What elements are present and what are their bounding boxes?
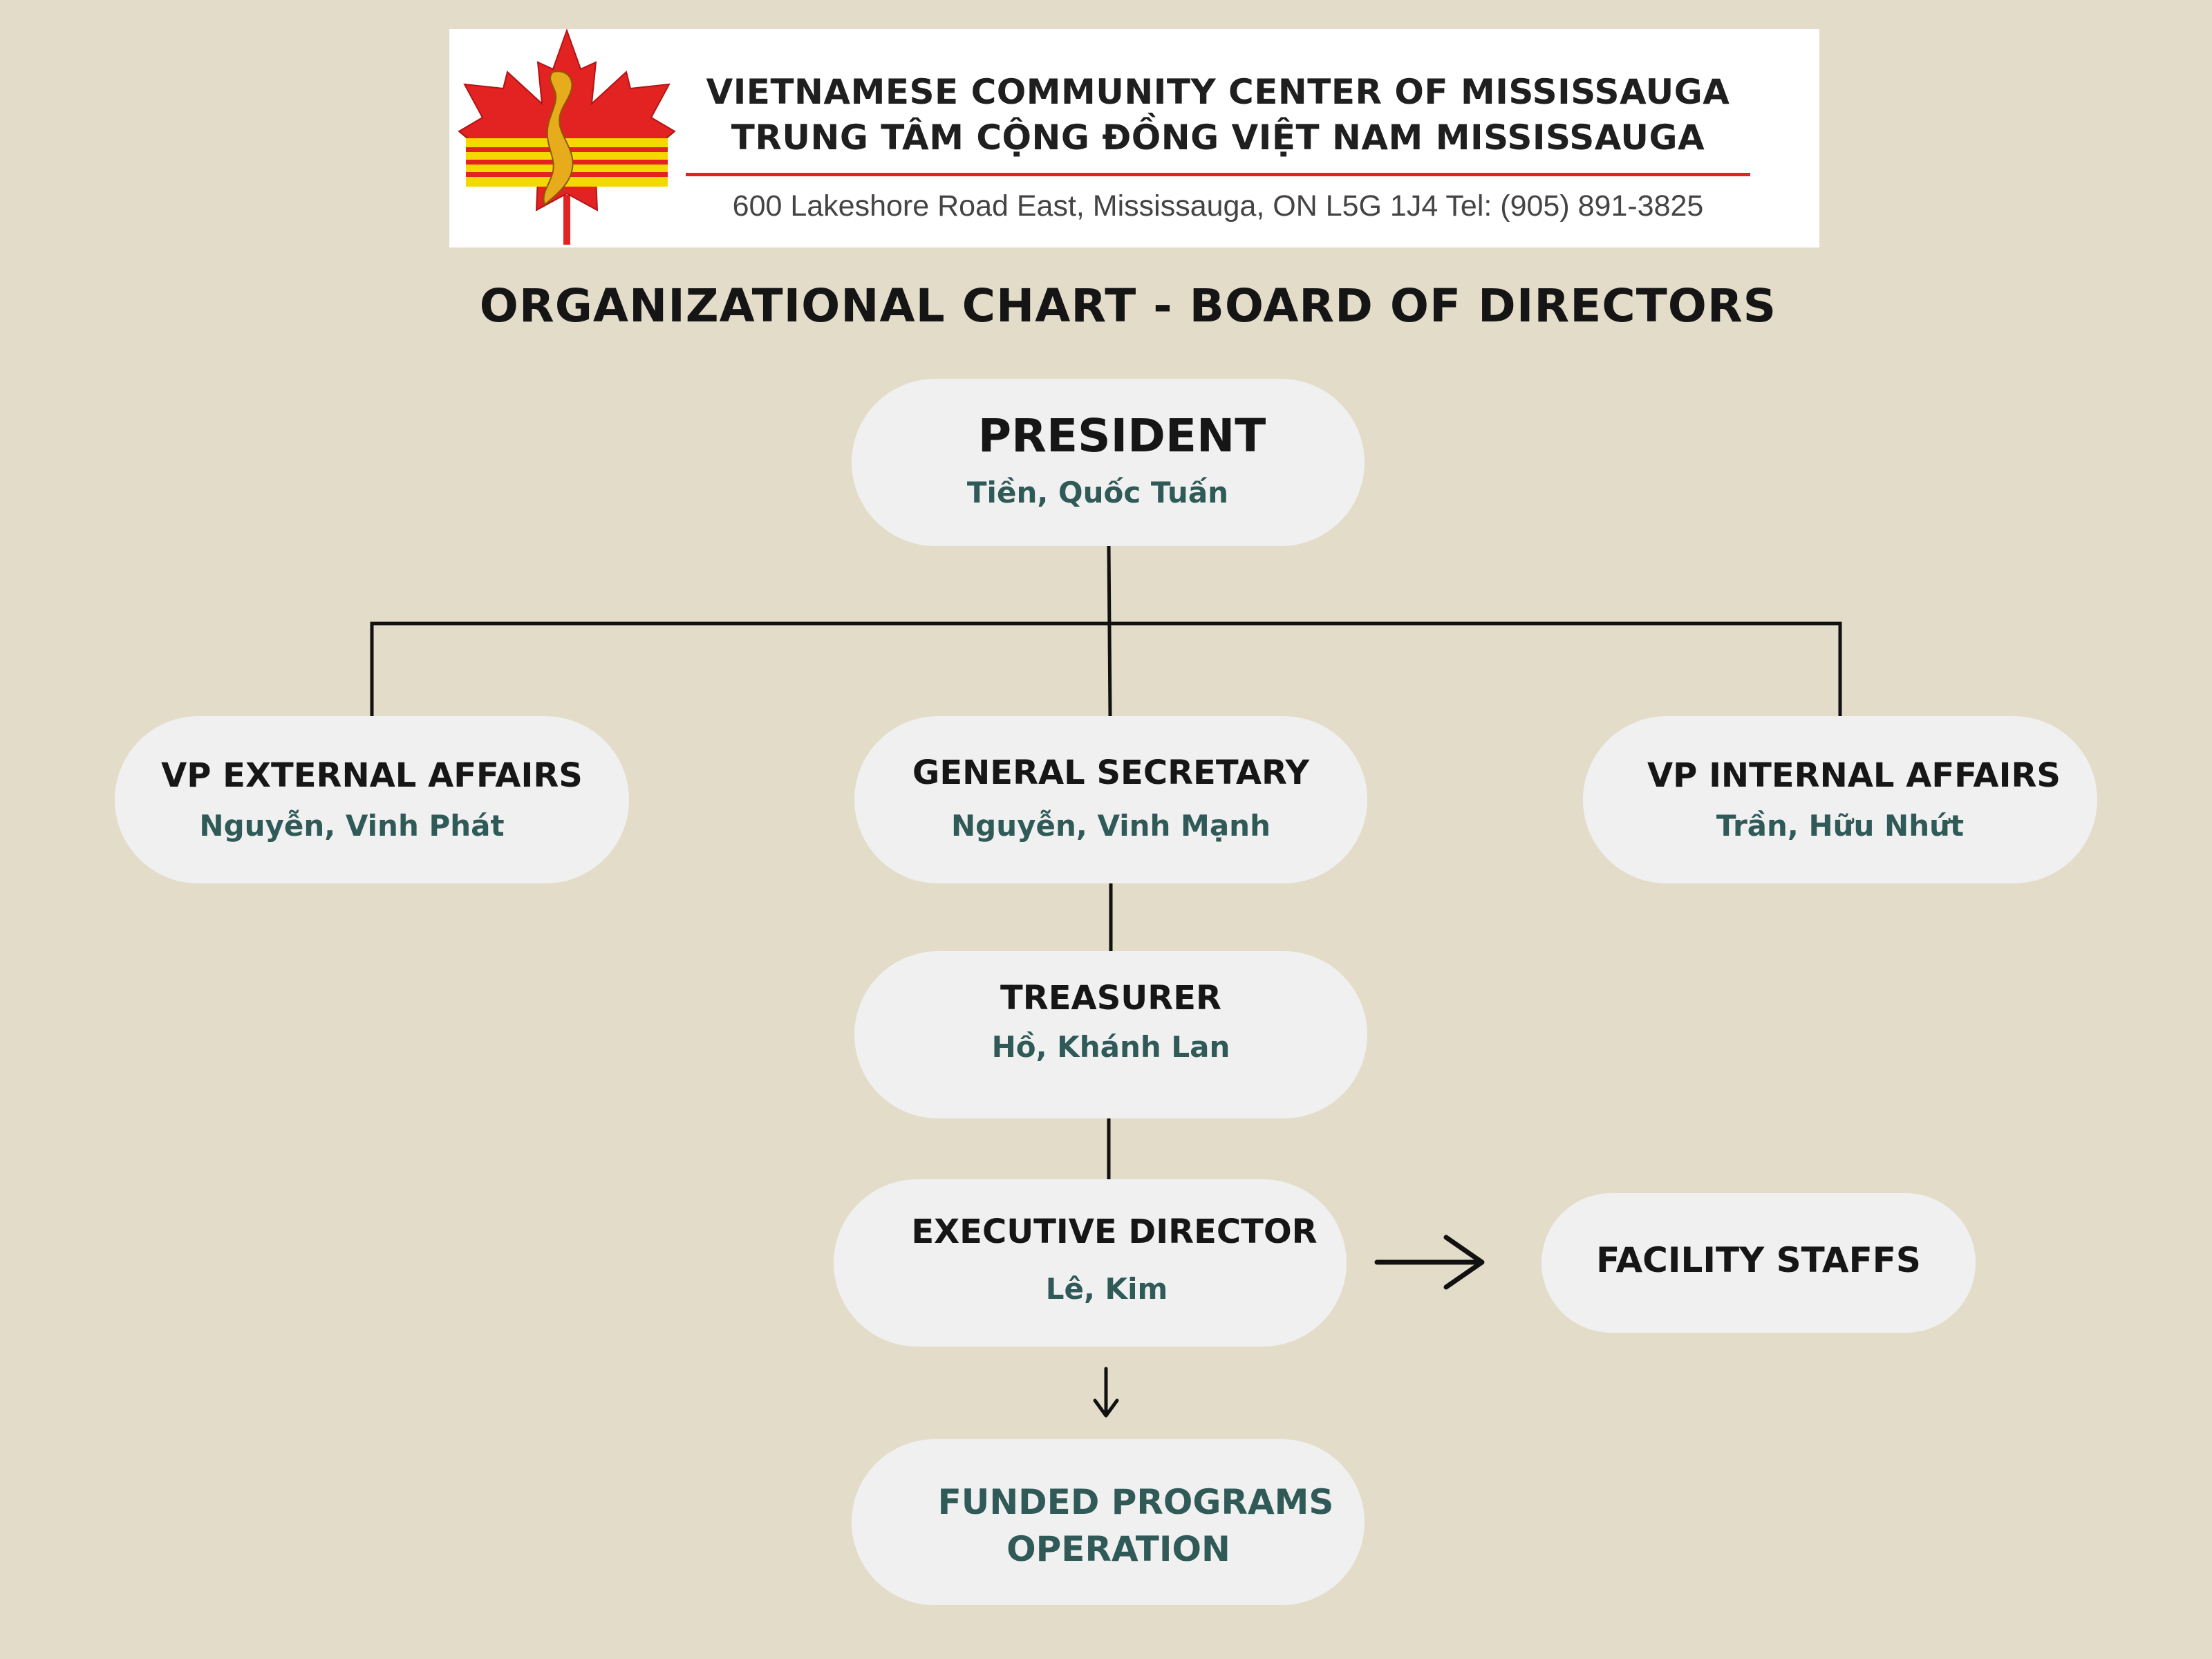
vp-external-title: VP EXTERNAL AFFAIRS xyxy=(161,756,583,795)
arrow-right-icon xyxy=(1374,1235,1485,1290)
general-secretary-name: Nguyễn, Vinh Mạnh xyxy=(951,809,1271,843)
org-name-vietnamese: TRUNG TÂM CỘNG ĐỒNG VIỆT NAM MISSISSAUGA xyxy=(731,118,1705,158)
executive-director-name: Lê, Kim xyxy=(1045,1272,1168,1306)
maple-leaf-vietnam-logo-icon xyxy=(458,29,676,245)
facility-staffs-title: FACILITY STAFFS xyxy=(1596,1240,1921,1280)
org-address: 600 Lakeshore Road East, Mississauga, ON… xyxy=(732,189,1704,223)
president-stem-line xyxy=(1107,544,1112,718)
funded-programs-line1: FUNDED PROGRAMS xyxy=(937,1482,1334,1522)
facility-staffs-node: FACILITY STAFFS xyxy=(1541,1193,1976,1333)
general-secretary-title: GENERAL SECRETARY xyxy=(912,753,1310,792)
treasurer-node: TREASURER Hồ, Khánh Lan xyxy=(854,951,1367,1118)
executive-director-title: EXECUTIVE DIRECTOR xyxy=(911,1212,1318,1251)
vp-external-name: Nguyễn, Vinh Phát xyxy=(199,809,505,843)
org-name-english: VIETNAMESE COMMUNITY CENTER OF MISSISSAU… xyxy=(706,72,1730,112)
vp-internal-name: Trần, Hữu Nhứt xyxy=(1716,809,1965,843)
president-title: PRESIDENT xyxy=(977,409,1266,462)
funded-programs-node: FUNDED PROGRAMS OPERATION xyxy=(852,1439,1365,1605)
treasurer-name: Hồ, Khánh Lan xyxy=(991,1030,1230,1064)
header-banner: VIETNAMESE COMMUNITY CENTER OF MISSISSAU… xyxy=(449,29,1819,247)
president-name: Tiền, Quốc Tuấn xyxy=(966,476,1229,509)
header-divider xyxy=(686,173,1750,176)
vp-internal-node: VP INTERNAL AFFAIRS Trần, Hữu Nhứt xyxy=(1583,716,2097,883)
general-secretary-node: GENERAL SECRETARY Nguyễn, Vinh Mạnh xyxy=(854,716,1367,883)
funded-programs-line2: OPERATION xyxy=(1006,1529,1230,1569)
executive-director-node: EXECUTIVE DIRECTOR Lê, Kim xyxy=(834,1179,1347,1347)
chart-title: ORGANIZATIONAL CHART - BOARD OF DIRECTOR… xyxy=(479,279,1777,332)
arrow-down-icon xyxy=(1093,1367,1119,1418)
vp-internal-title: VP INTERNAL AFFAIRS xyxy=(1647,756,2061,795)
president-node: PRESIDENT Tiền, Quốc Tuấn xyxy=(852,379,1365,546)
vp-external-node: VP EXTERNAL AFFAIRS Nguyễn, Vinh Phát xyxy=(115,716,629,883)
treasurer-title: TREASURER xyxy=(1000,979,1221,1018)
